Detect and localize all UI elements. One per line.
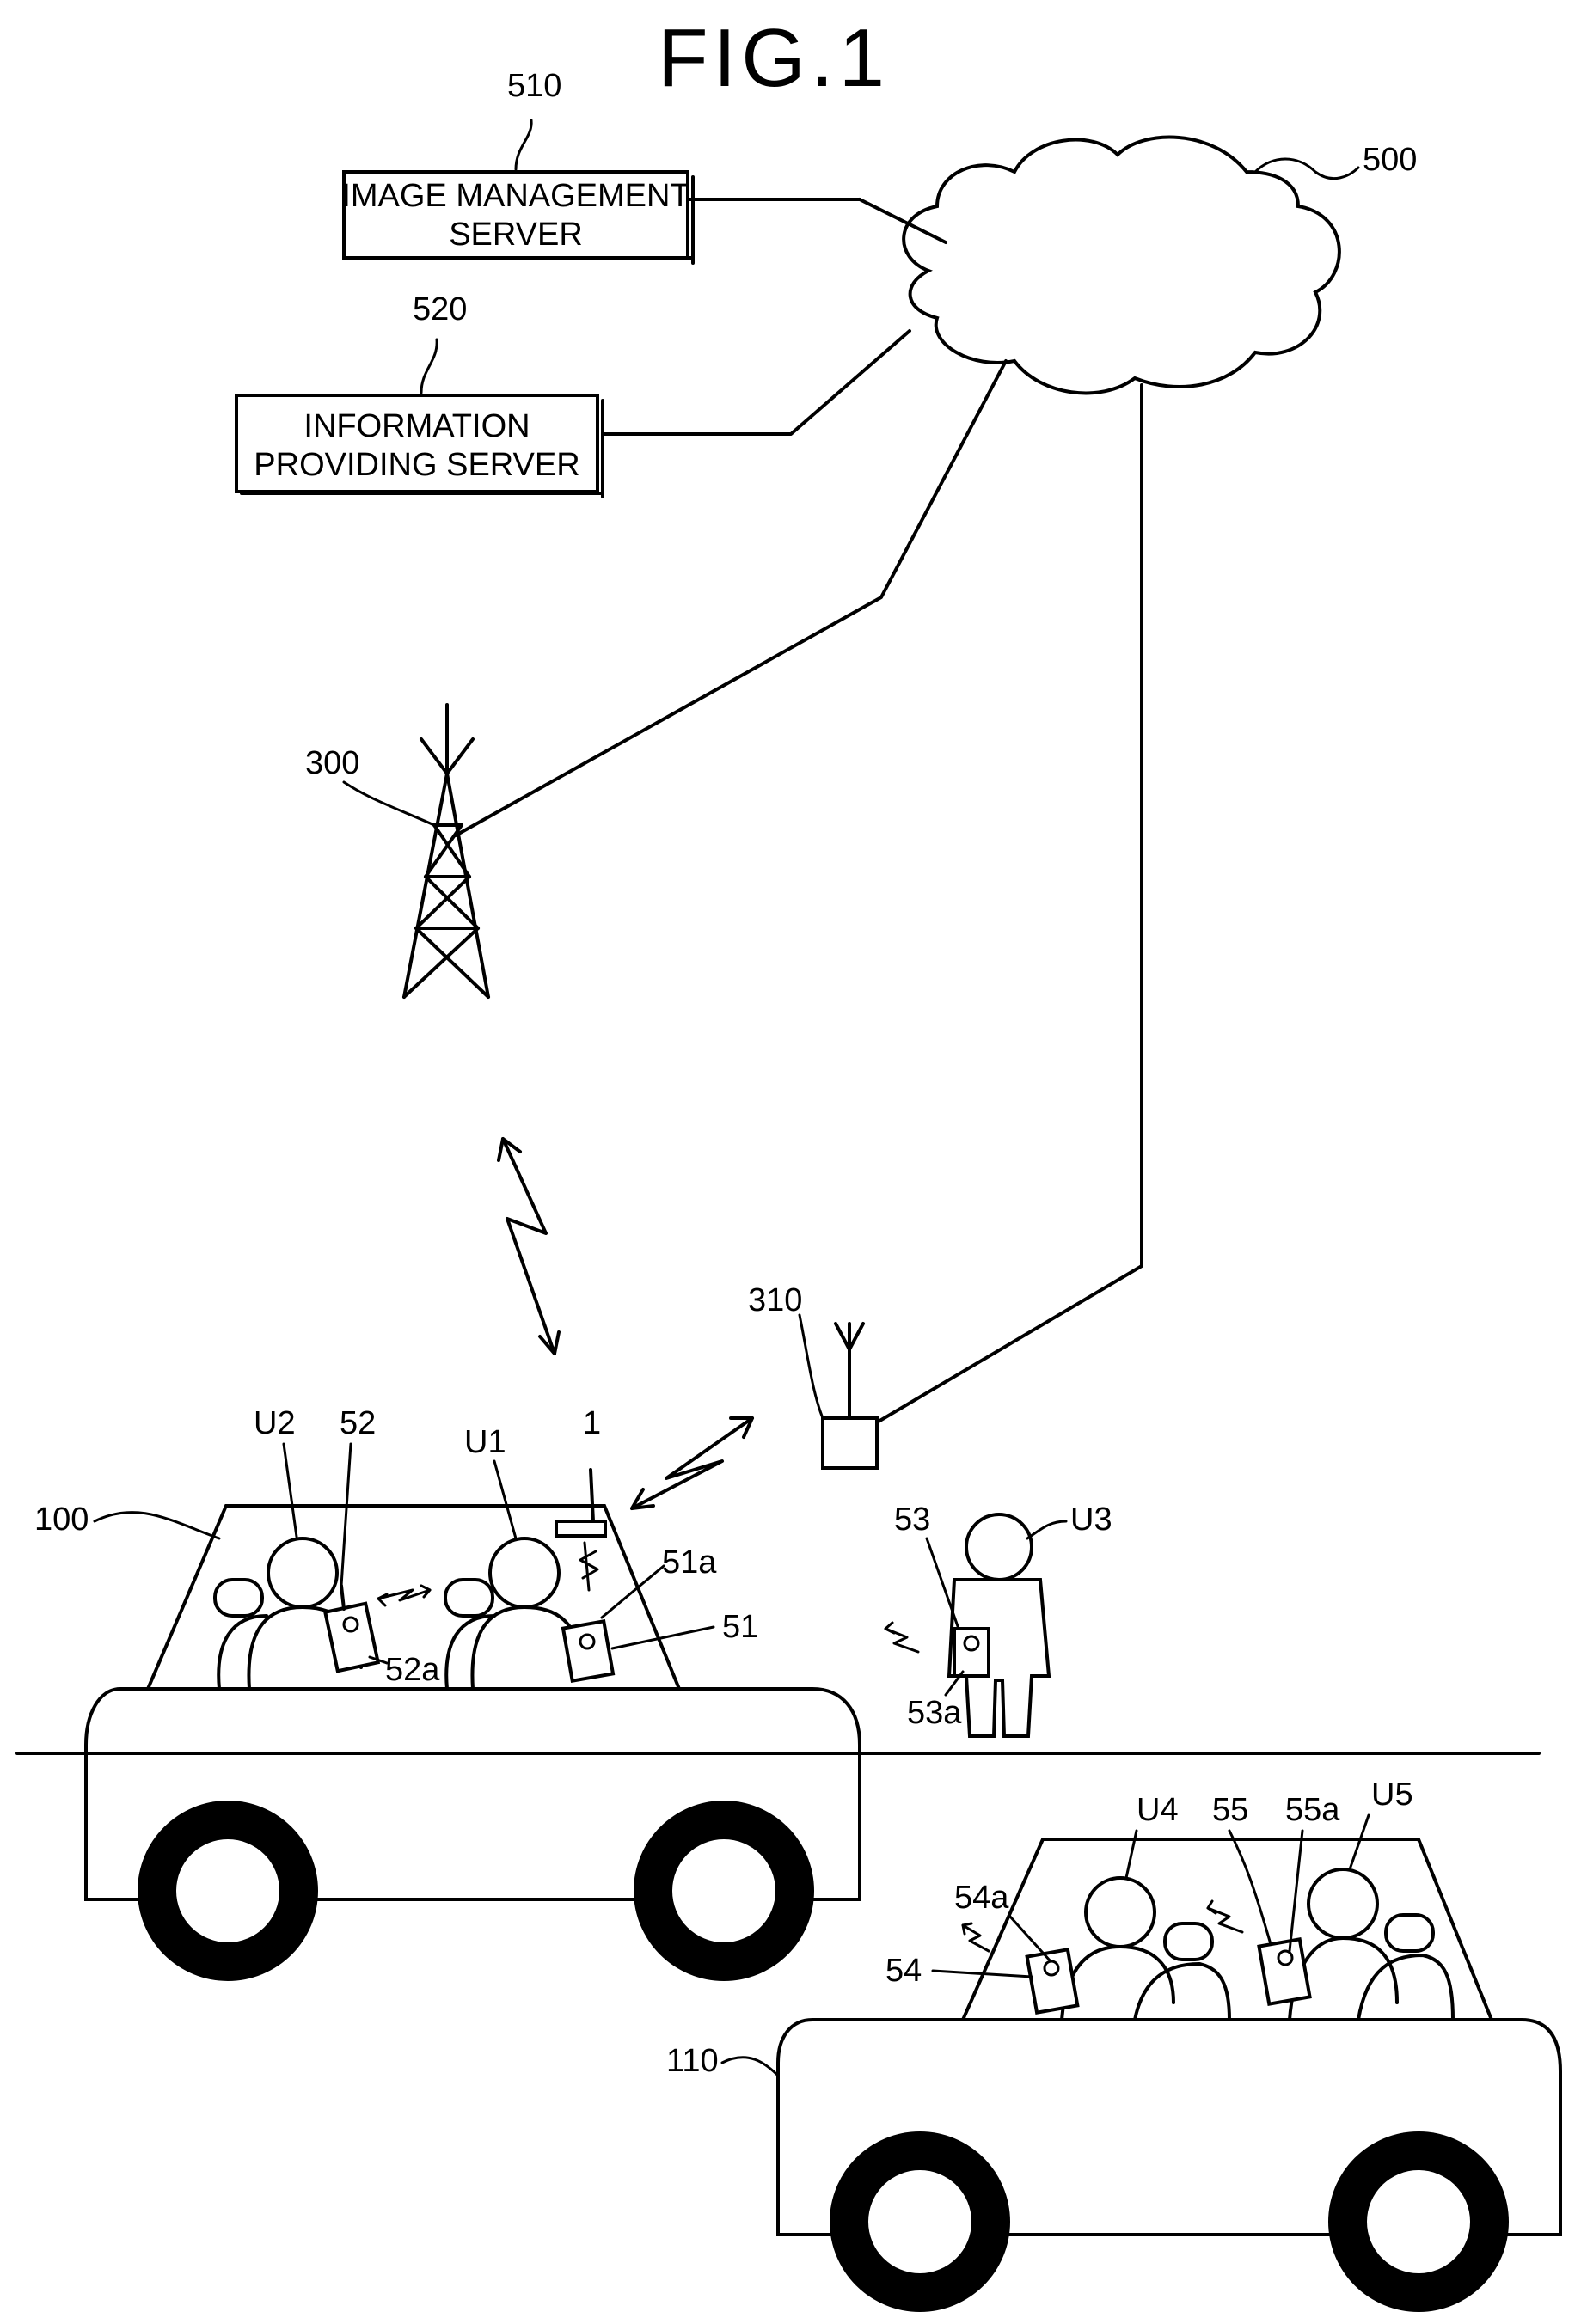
label-U2: U2 — [254, 1405, 296, 1441]
vehicle-110 — [778, 1839, 1560, 2312]
network-cloud — [904, 138, 1339, 394]
figure-title: FIG.1 — [658, 12, 890, 104]
label-110: 110 — [666, 2043, 719, 2079]
label-52a: 52a — [385, 1652, 440, 1688]
leader-100 — [95, 1513, 219, 1538]
leader-310 — [800, 1315, 823, 1418]
label-100: 100 — [34, 1501, 89, 1538]
label-500: 500 — [1363, 142, 1417, 178]
label-51: 51 — [722, 1609, 758, 1645]
leader-110 — [722, 2058, 778, 2076]
label-U1: U1 — [464, 1424, 506, 1460]
access-point — [823, 1324, 877, 1468]
label-54a: 54a — [954, 1880, 1009, 1916]
wireless-link-access-point-car — [632, 1418, 752, 1508]
link-520-cloud — [603, 331, 910, 434]
information-providing-server-line2: PROVIDING SERVER — [254, 447, 579, 483]
label-510: 510 — [507, 68, 561, 104]
information-providing-server-line1: INFORMATION — [303, 408, 530, 444]
link-cloud-access-point — [877, 385, 1142, 1422]
label-54: 54 — [885, 1953, 922, 1989]
label-300: 300 — [305, 745, 359, 781]
label-1: 1 — [583, 1405, 601, 1441]
wireless-link-base-station-car — [499, 1139, 559, 1354]
image-management-server-line1: IMAGE MANAGEMENT — [341, 178, 689, 214]
leader-520 — [421, 339, 437, 393]
label-310: 310 — [748, 1282, 802, 1318]
label-53: 53 — [894, 1501, 930, 1538]
image-management-server-line2: SERVER — [449, 217, 583, 253]
label-U4: U4 — [1137, 1792, 1179, 1828]
label-52: 52 — [340, 1405, 376, 1441]
label-53a: 53a — [907, 1695, 962, 1731]
label-U5: U5 — [1371, 1777, 1413, 1813]
label-51a: 51a — [662, 1544, 717, 1581]
label-55: 55 — [1212, 1792, 1248, 1828]
vehicle-100 — [86, 1470, 860, 1981]
leader-300 — [344, 782, 434, 825]
label-U3: U3 — [1070, 1501, 1112, 1538]
base-station-tower — [404, 705, 488, 997]
label-55a: 55a — [1285, 1792, 1340, 1828]
label-520: 520 — [413, 291, 467, 327]
leader-510 — [516, 120, 531, 169]
